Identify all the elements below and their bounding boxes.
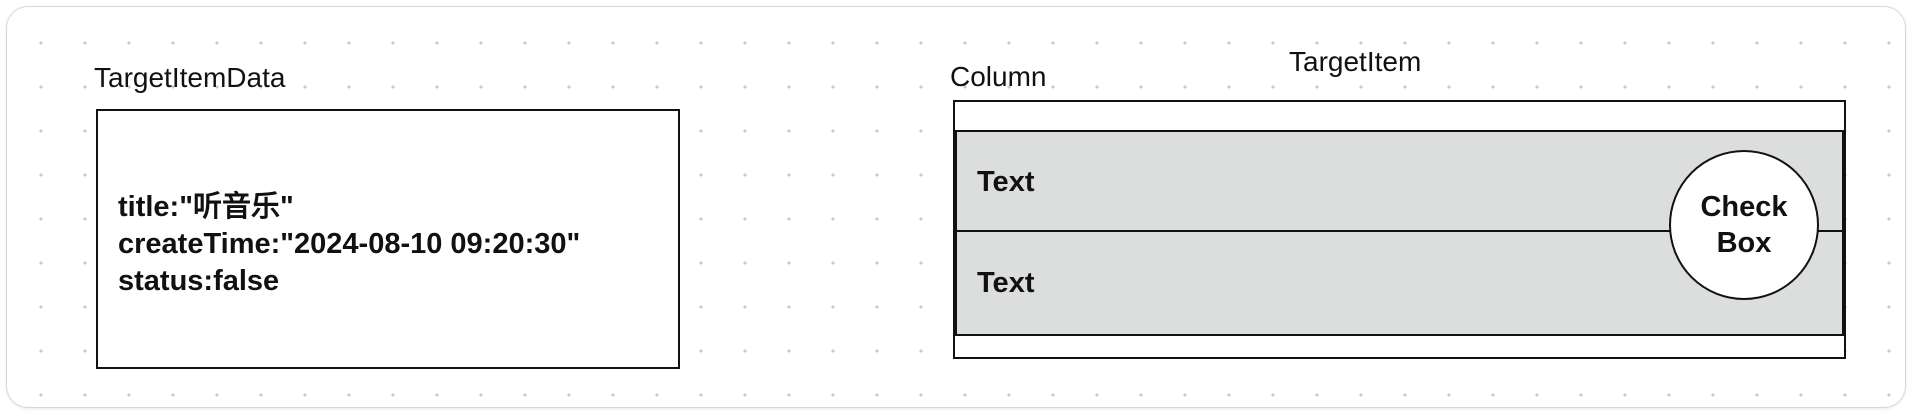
data-field-title: title:"听音乐": [118, 191, 294, 223]
data-field-status: status:false: [118, 265, 280, 297]
target-item-title: TargetItem: [1289, 46, 1422, 77]
checkbox-label: Check Box: [1700, 191, 1788, 259]
target-item-data-box: title:"听音乐" createTime:"2024-08-10 09:20…: [96, 109, 680, 369]
data-field-create-time: createTime:"2024-08-10 09:20:30": [118, 228, 581, 260]
column-container: Text Text Check Box: [953, 100, 1846, 359]
row-divider: [957, 230, 1842, 232]
row-text-1: Text: [977, 166, 1035, 198]
checkbox-node: Check Box: [1669, 150, 1819, 300]
diagram-canvas: TargetItemData title:"听音乐" createTime:"2…: [6, 6, 1906, 408]
row-text-2: Text: [977, 267, 1035, 299]
data-fields: title:"听音乐" createTime:"2024-08-10 09:20…: [118, 189, 580, 300]
target-item-box: Text Text Check Box: [955, 130, 1844, 336]
column-label: Column: [950, 61, 1047, 92]
target-item-data-label: TargetItemData: [94, 62, 286, 93]
